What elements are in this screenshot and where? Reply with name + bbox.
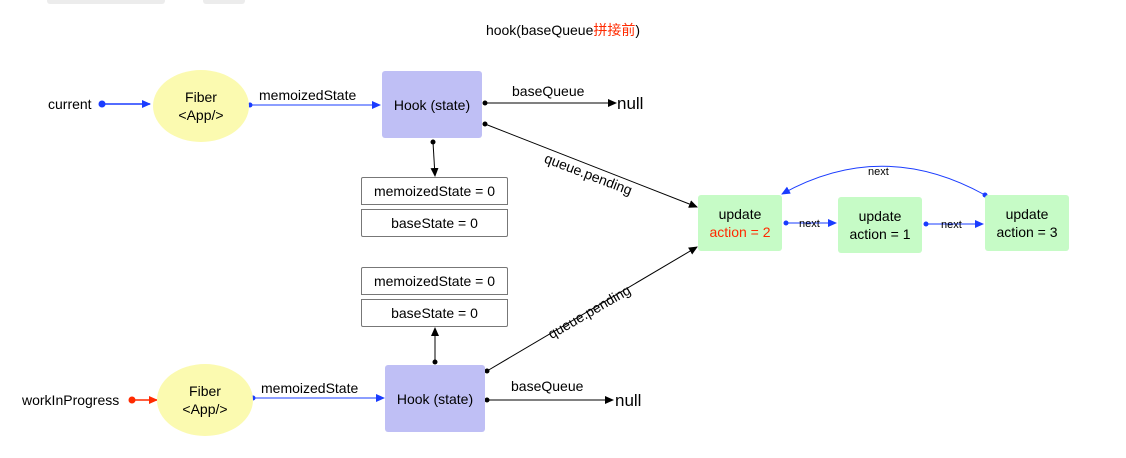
hook-node-wip[interactable]: Hook (state)	[385, 365, 485, 432]
hook-node-current[interactable]: Hook (state)	[382, 71, 482, 138]
update-title: update	[858, 208, 902, 224]
fiber-name: Fiber	[185, 89, 217, 105]
top-tab-1	[47, 0, 165, 4]
null-top: null	[617, 94, 644, 113]
update-title: update	[1005, 206, 1049, 222]
next-label-1: next	[799, 218, 820, 230]
base-state-box-top: baseState = 0	[361, 209, 508, 237]
diagram-title: hook(baseQueue拼接前)	[485, 22, 641, 38]
pending-edge-top	[484, 123, 698, 208]
update-node-1[interactable]: update action = 2	[698, 195, 782, 251]
current-label: current	[48, 96, 92, 112]
memoized-label-top: memoizedState	[259, 87, 357, 103]
basequeue-label-top: baseQueue	[512, 83, 585, 99]
wip-label: workInProgress	[22, 392, 120, 408]
fiber-node-current[interactable]: Fiber <App/>	[153, 70, 249, 142]
hook-top-state-edge	[430, 141, 439, 177]
update-action: action = 3	[996, 224, 1058, 240]
next-edge-back	[781, 165, 986, 196]
next-label-back: next	[868, 166, 889, 178]
fiber-component: <App/>	[182, 401, 228, 417]
update-title: update	[718, 206, 762, 222]
memoized-state-box-bottom: memoizedState = 0	[361, 267, 508, 295]
basequeue-label-bottom: baseQueue	[511, 378, 584, 394]
top-tab-2	[203, 0, 245, 4]
memoized-label-bottom: memoizedState	[261, 380, 359, 396]
update-action: action = 1	[849, 226, 911, 242]
memoized-state-box-top: memoizedState = 0	[361, 177, 508, 205]
update-node-3[interactable]: update action = 3	[985, 195, 1069, 251]
update-node-2[interactable]: update action = 1	[838, 197, 922, 253]
next-label-2: next	[941, 219, 962, 231]
base-state-box-bottom: baseState = 0	[361, 299, 508, 327]
null-bottom: null	[615, 391, 642, 410]
update-action: action = 2	[709, 224, 771, 240]
fiber-component: <App/>	[178, 107, 224, 123]
pending-edge-bottom	[486, 246, 698, 372]
fiber-node-wip[interactable]: Fiber <App/>	[157, 364, 253, 436]
fiber-name: Fiber	[189, 383, 221, 399]
